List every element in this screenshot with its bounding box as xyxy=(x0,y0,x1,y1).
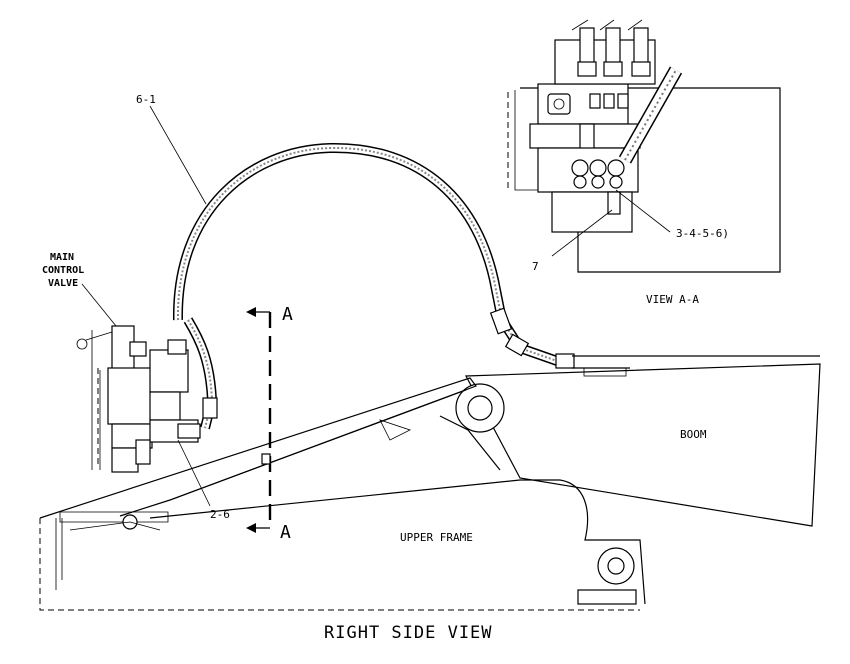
main-control-valve xyxy=(76,325,201,473)
callout-clip: 7 xyxy=(532,260,539,273)
section-mark-bottom: A xyxy=(280,522,291,543)
upper-frame-label: UPPER FRAME xyxy=(400,531,473,544)
callout-fittings: 3-4-5-6) xyxy=(676,227,729,240)
hose-6-1 xyxy=(172,142,820,430)
view-a-a-detail xyxy=(507,19,781,273)
main-control-valve-label-line3: VALVE xyxy=(48,278,78,289)
callout-hose: 6-1 xyxy=(136,93,156,106)
boom xyxy=(379,363,821,527)
leader-main-control-valve xyxy=(81,283,117,327)
diagram-title: RIGHT SIDE VIEW xyxy=(324,623,493,643)
boom-label: BOOM xyxy=(680,428,707,441)
section-line-a-a xyxy=(246,307,272,533)
main-control-valve-label-line1: MAIN xyxy=(50,252,74,263)
leader-2-6 xyxy=(177,439,211,507)
view-a-a-label: VIEW A-A xyxy=(646,293,699,306)
leader-6-1 xyxy=(149,105,207,205)
main-control-valve-label-line2: CONTROL xyxy=(42,265,84,276)
section-mark-top: A xyxy=(282,304,293,325)
upper-frame xyxy=(39,377,646,611)
